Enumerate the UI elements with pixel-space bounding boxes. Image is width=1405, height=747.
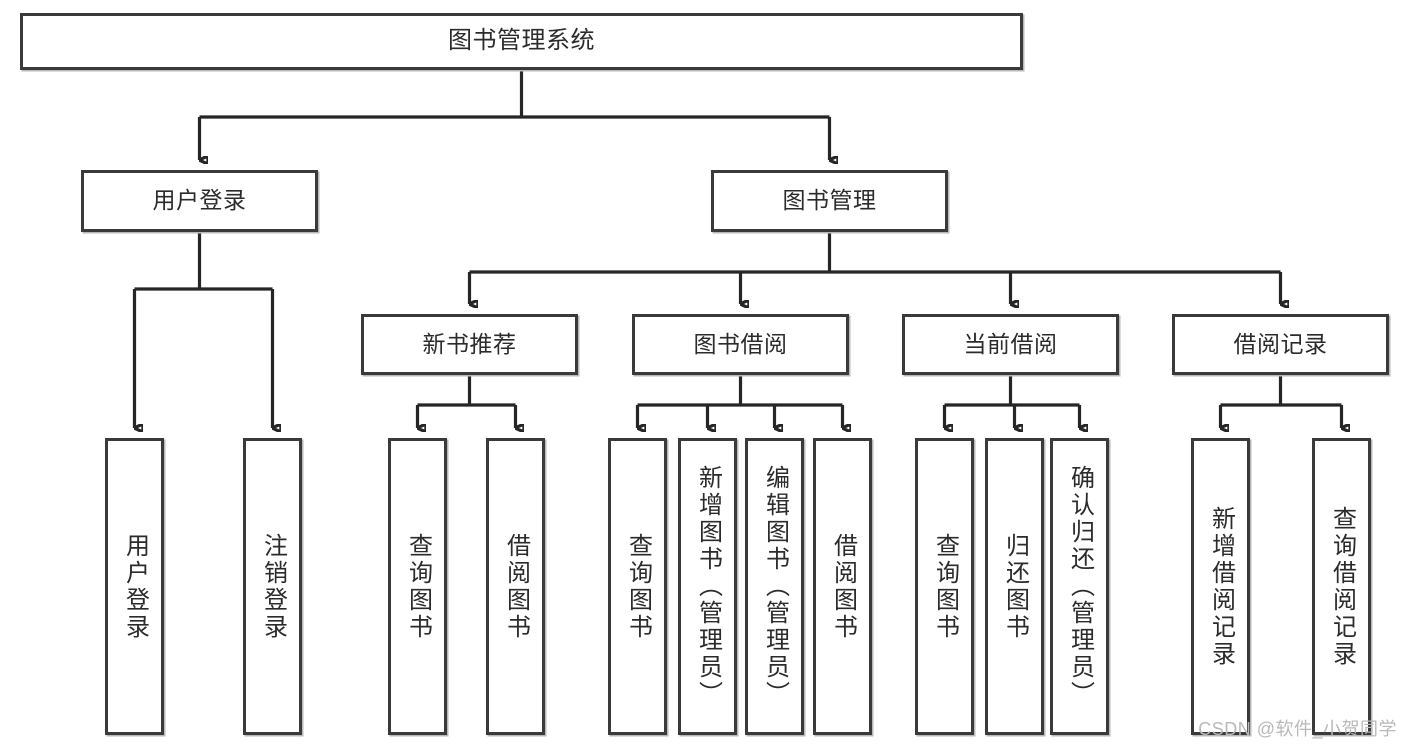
node-leaf-add-record-label: 新增借阅记录 — [1207, 505, 1235, 668]
node-user-login[interactable]: 用户登录 — [81, 170, 318, 232]
node-leaf-query-book-rec[interactable]: 查询图书 — [388, 438, 447, 735]
node-root[interactable]: 图书管理系统 — [20, 13, 1023, 70]
node-leaf-return-book-label: 归还图书 — [1001, 532, 1029, 641]
node-leaf-user-login-label: 用户登录 — [121, 532, 149, 641]
node-leaf-user-logout[interactable]: 注销登录 — [243, 438, 302, 735]
node-leaf-query-book-borrow-label: 查询图书 — [624, 532, 652, 641]
node-leaf-borrow-book-rec[interactable]: 借阅图书 — [486, 438, 545, 735]
node-book-borrow-label: 图书借阅 — [693, 330, 788, 357]
node-leaf-return-book[interactable]: 归还图书 — [985, 438, 1044, 735]
node-leaf-query-book-borrow[interactable]: 查询图书 — [608, 438, 667, 735]
node-leaf-edit-book-label: 编辑图书（管理员） — [761, 465, 789, 708]
node-current-borrow-label: 当前借阅 — [963, 330, 1058, 357]
node-new-book-recommend-label: 新书推荐 — [422, 330, 517, 357]
node-leaf-borrow-book[interactable]: 借阅图书 — [813, 438, 872, 735]
watermark-text: CSDN @软件_小贺同学 — [1198, 719, 1397, 739]
node-leaf-borrow-book-label: 借阅图书 — [829, 532, 857, 641]
node-root-label: 图书管理系统 — [448, 27, 595, 55]
node-leaf-add-book-label: 新增图书（管理员） — [694, 465, 722, 708]
node-new-book-recommend[interactable]: 新书推荐 — [361, 314, 578, 375]
node-leaf-query-book-rec-label: 查询图书 — [404, 532, 432, 641]
node-leaf-borrow-book-rec-label: 借阅图书 — [502, 532, 530, 641]
node-leaf-user-login[interactable]: 用户登录 — [105, 438, 164, 735]
node-book-borrow[interactable]: 图书借阅 — [632, 314, 849, 375]
node-leaf-confirm-return[interactable]: 确认归还（管理员） — [1050, 438, 1109, 735]
node-borrow-record[interactable]: 借阅记录 — [1172, 314, 1389, 375]
node-leaf-query-book-cur[interactable]: 查询图书 — [915, 438, 974, 735]
node-book-manage-label: 图书管理 — [782, 187, 877, 214]
node-leaf-query-record-label: 查询借阅记录 — [1328, 505, 1356, 668]
node-leaf-add-book[interactable]: 新增图书（管理员） — [678, 438, 737, 735]
node-leaf-confirm-return-label: 确认归还（管理员） — [1066, 465, 1094, 708]
node-user-login-label: 用户登录 — [152, 187, 247, 214]
node-current-borrow[interactable]: 当前借阅 — [902, 314, 1119, 375]
node-borrow-record-label: 借阅记录 — [1233, 330, 1328, 357]
node-leaf-query-record[interactable]: 查询借阅记录 — [1312, 438, 1371, 735]
node-leaf-user-logout-label: 注销登录 — [259, 532, 287, 641]
node-leaf-add-record[interactable]: 新增借阅记录 — [1191, 438, 1250, 735]
node-leaf-edit-book[interactable]: 编辑图书（管理员） — [745, 438, 804, 735]
node-book-manage[interactable]: 图书管理 — [711, 170, 948, 232]
node-leaf-query-book-cur-label: 查询图书 — [931, 532, 959, 641]
